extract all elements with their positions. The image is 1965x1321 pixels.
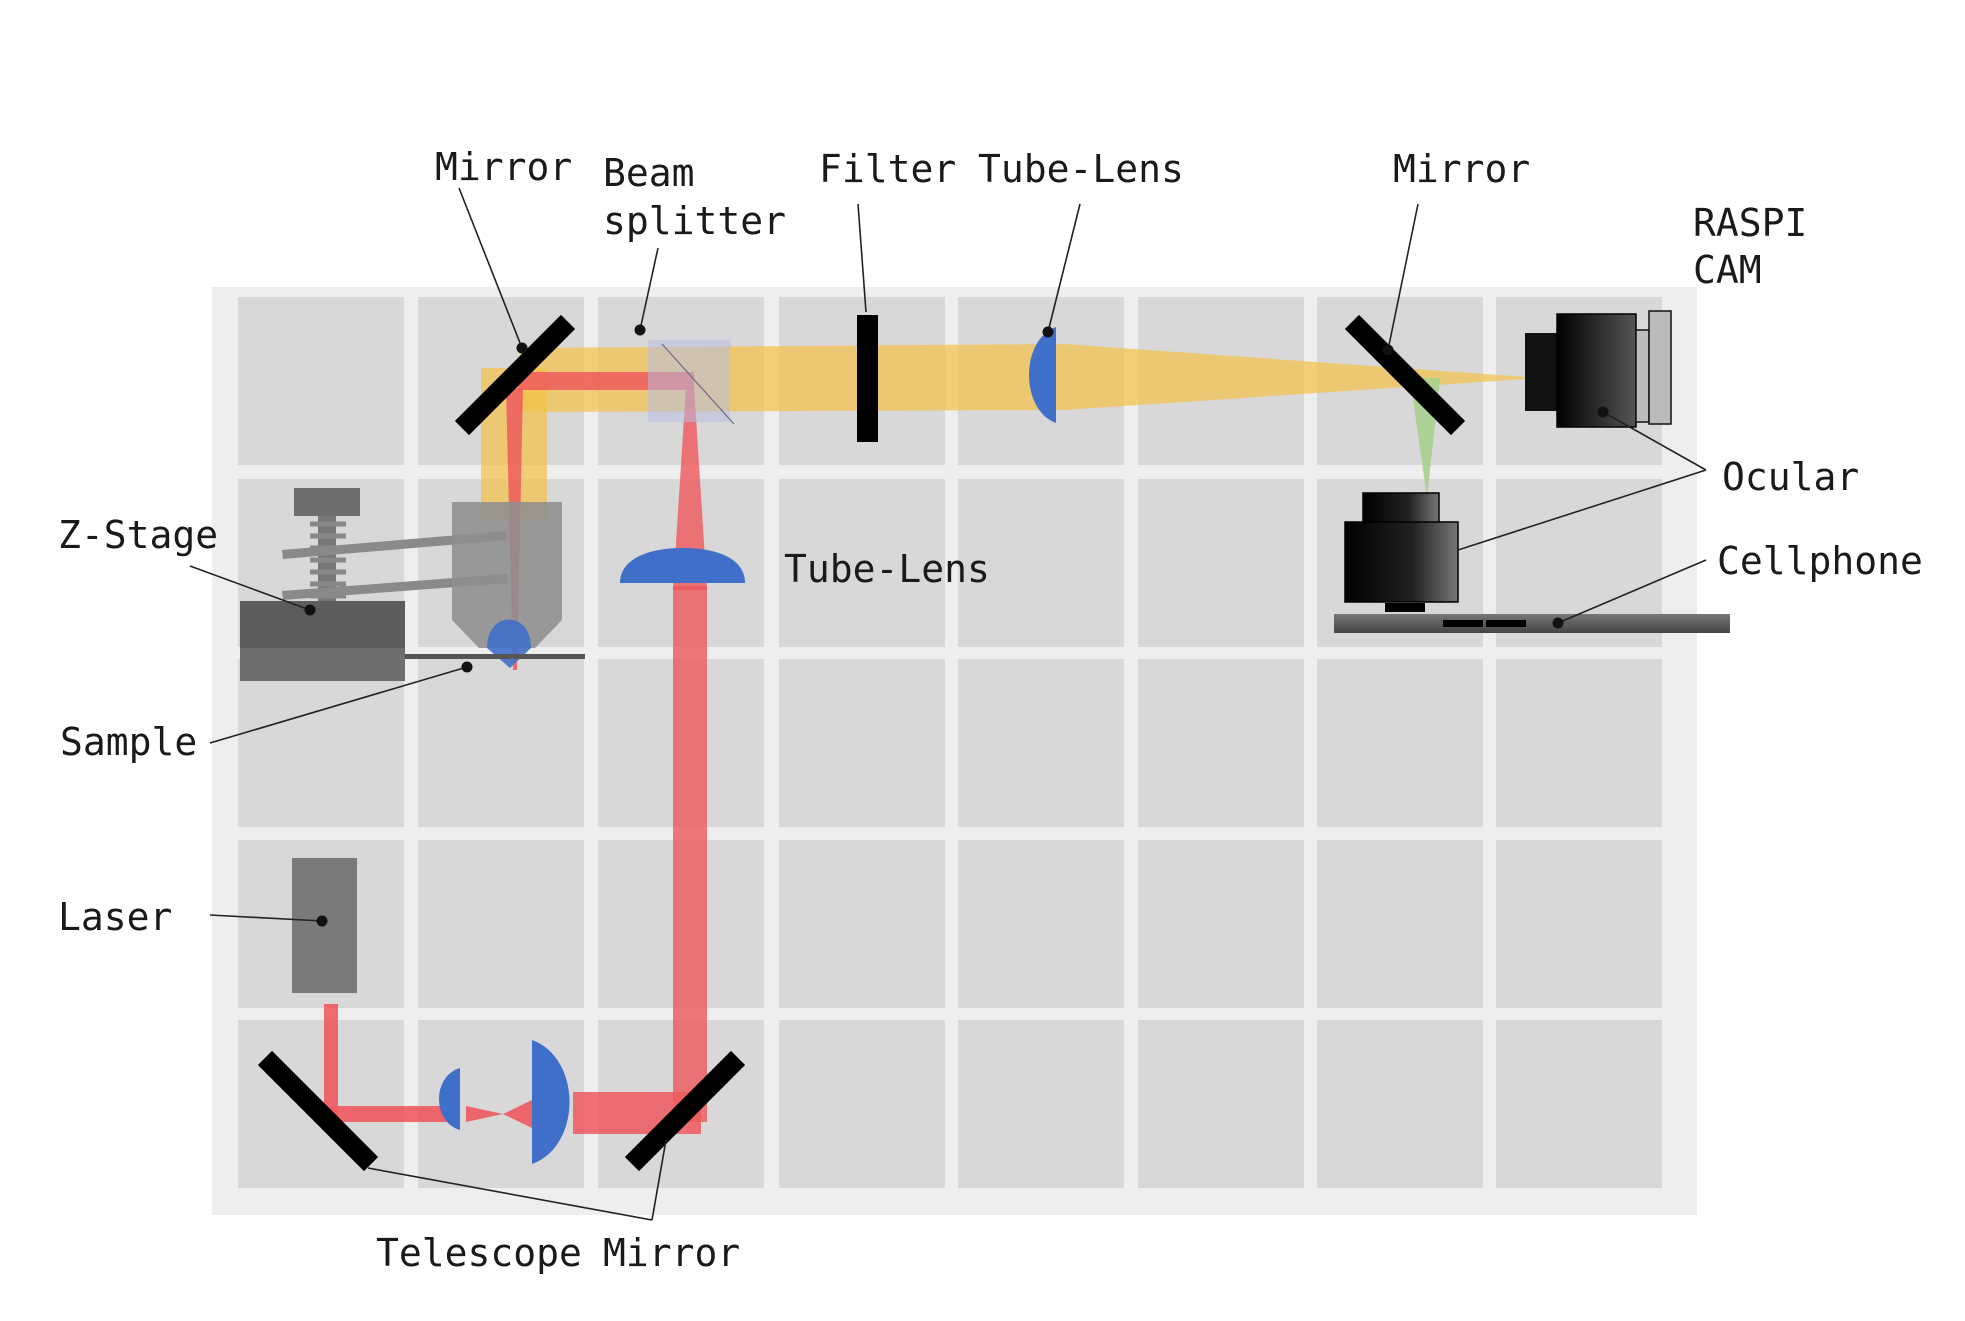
- label-raspi-cam-2: CAM: [1693, 248, 1762, 292]
- leader-lines: [189, 187, 1707, 1221]
- breadboard-tile: [1496, 840, 1662, 1008]
- breadboard-tile: [418, 840, 584, 1008]
- label-filter: Filter: [819, 147, 956, 191]
- laser-beam-focusing: [673, 386, 707, 590]
- beam-splitter-cube: [648, 340, 730, 422]
- tube-lens-top: [1029, 327, 1056, 423]
- label-tube-lens-middle: Tube-Lens: [784, 547, 990, 591]
- breadboard-tile: [1138, 1020, 1304, 1188]
- label-laser: Laser: [58, 895, 172, 939]
- mirror-top-left: [454, 314, 576, 436]
- label-cellphone: Cellphone: [1717, 539, 1923, 583]
- cellphone: [1334, 614, 1730, 633]
- breadboard-tile: [958, 659, 1124, 827]
- label-ocular: Ocular: [1722, 455, 1859, 499]
- breadboard-tile: [238, 659, 404, 827]
- breadboard-tile: [1496, 1020, 1662, 1188]
- breadboard-tile: [779, 1020, 945, 1188]
- mirror-bottom-left: [257, 1050, 379, 1172]
- breadboard-tile: [958, 479, 1124, 647]
- breadboard-tile: [779, 840, 945, 1008]
- sample-slide: [405, 654, 585, 659]
- breadboard-tile: [1138, 659, 1304, 827]
- breadboard-tile: [1317, 659, 1483, 827]
- filter: [857, 315, 878, 442]
- label-mirror-top-left: Mirror: [435, 145, 572, 189]
- label-mirror-top-right: Mirror: [1393, 147, 1530, 191]
- breadboard-tile: [1138, 479, 1304, 647]
- z-stage: [240, 488, 508, 681]
- fluorescence-beam-converging: [1064, 344, 1540, 410]
- label-sample: Sample: [60, 720, 197, 764]
- breadboard-tile: [418, 659, 584, 827]
- breadboard-tile: [1496, 659, 1662, 827]
- label-raspi-cam-1: RASPI: [1693, 201, 1807, 245]
- ocular: [1344, 492, 1459, 612]
- telescope-lens-large: [532, 1040, 570, 1164]
- raspi-cam: [1525, 310, 1672, 428]
- breadboard-tile: [238, 297, 404, 465]
- beam-splitter-diagonal: [661, 343, 735, 425]
- laser-beam-to-telescope: [330, 1106, 452, 1122]
- tube-lens-middle: [620, 548, 745, 583]
- breadboard-tile: [1317, 1020, 1483, 1188]
- breadboard-tile: [1317, 840, 1483, 1008]
- label-telescope: Telescope: [376, 1231, 582, 1275]
- breadboard-tile: [1138, 840, 1304, 1008]
- laser-beam-expanding: [466, 1096, 540, 1132]
- label-beam-splitter-2: splitter: [603, 199, 786, 243]
- z-stage-spring: [310, 521, 346, 599]
- breadboard-tile: [779, 659, 945, 827]
- mirror-top-right: [1344, 314, 1466, 436]
- breadboard-tile: [779, 479, 945, 647]
- breadboard-tile: [958, 840, 1124, 1008]
- label-mirror-bottom: Mirror: [603, 1231, 740, 1275]
- breadboard-tile: [958, 1020, 1124, 1188]
- telescope-lens-small: [439, 1068, 460, 1130]
- label-tube-lens-top: Tube-Lens: [978, 147, 1184, 191]
- mirror-bottom-right: [624, 1050, 746, 1172]
- label-beam-splitter-1: Beam: [603, 151, 695, 195]
- objective: [452, 502, 562, 648]
- laser-beam-from-laser: [324, 1004, 338, 1116]
- label-z-stage: Z-Stage: [58, 513, 218, 557]
- laser-beam-vertical: [673, 586, 707, 1122]
